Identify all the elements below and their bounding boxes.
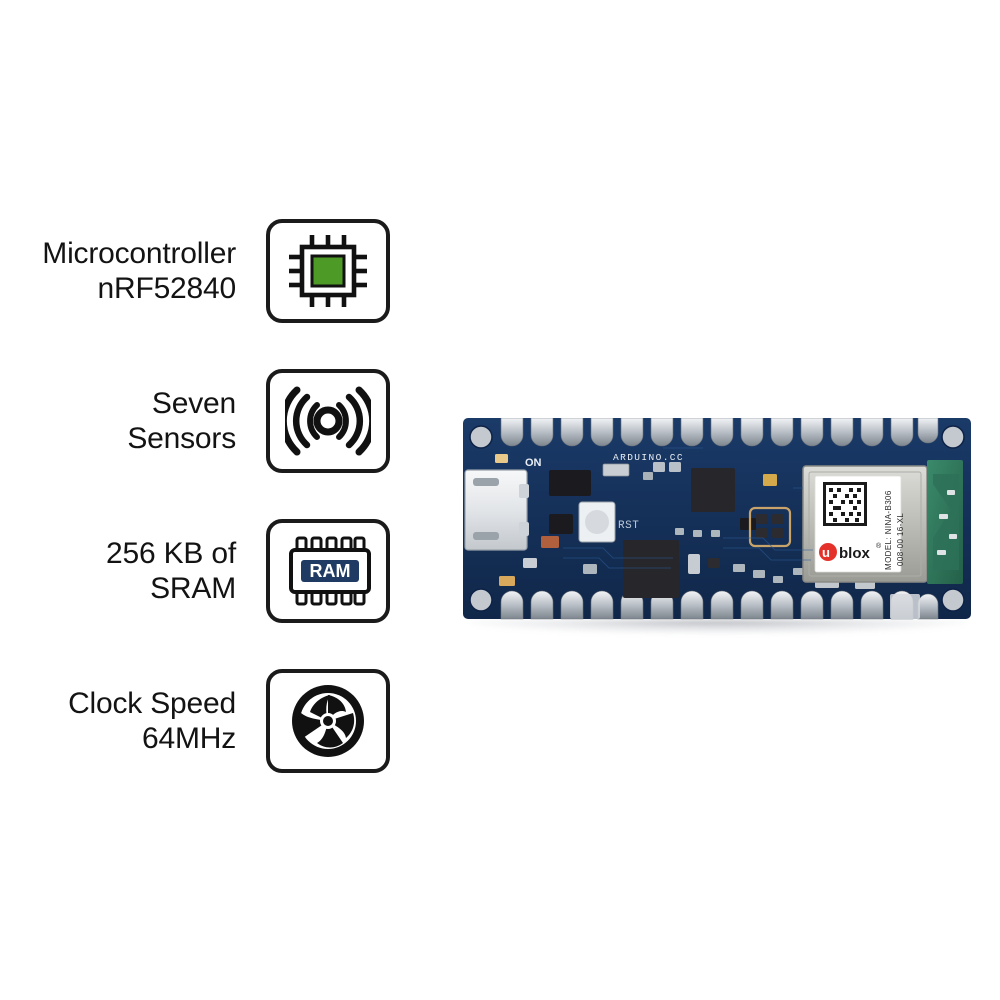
feature-item-sram: 256 KB of SRAM: [0, 496, 400, 646]
ublox-logo-mark: u: [822, 545, 830, 560]
wireless-signal-icon: [285, 385, 371, 457]
ram-chip-icon: RAM: [285, 536, 371, 606]
mounting-holes: [469, 425, 965, 612]
feature-label-clock-speed: Clock Speed 64MHz: [68, 686, 266, 757]
feature-item-clock-speed: Clock Speed 64MHz: [0, 646, 400, 796]
feature-label-line1: Seven: [151, 386, 236, 420]
silkscreen-power-label: ON: [525, 457, 542, 469]
datamatrix-code: [823, 482, 867, 526]
board-shadow: [471, 620, 965, 634]
feature-item-sensors: Seven Sensors: [0, 346, 400, 496]
feature-label-line2: 64MHz: [141, 722, 236, 755]
icon-box-clock-speed: [266, 669, 390, 773]
reset-button[interactable]: [578, 501, 616, 543]
pcb-traces: [563, 447, 813, 569]
ublox-registered-mark: ®: [876, 542, 882, 550]
icon-box-sensors: [266, 369, 390, 473]
microchip-icon: [287, 233, 369, 309]
module-code-text: 008-00 16-XL: [896, 513, 905, 566]
feature-label-line1: Microcontroller: [42, 236, 236, 270]
module-model-text: MODEL: NINA-B306: [884, 490, 893, 570]
feature-label-line2: nRF52840: [97, 272, 237, 305]
ublox-nina-module: u blox ® MODEL: NINA-B306 008-00 16-XL: [802, 465, 928, 583]
feature-label-sensors: Seven Sensors: [127, 386, 266, 457]
feature-label-line1: 256 KB of: [106, 536, 236, 570]
ublox-logo-text: blox: [839, 545, 870, 562]
icon-box-sram: RAM: [266, 519, 390, 623]
icon-box-microcontroller: [266, 219, 390, 323]
micro-usb-connector[interactable]: [464, 469, 529, 551]
feature-label-sram: 256 KB of SRAM: [106, 536, 266, 607]
feature-label-line2: Sensors: [127, 422, 236, 455]
ram-chip-icon-label: RAM: [310, 561, 351, 581]
arduino-board-figure: ARDUINO.CC ON RST: [463, 418, 973, 634]
feature-label-line2: SRAM: [150, 572, 236, 605]
feature-item-microcontroller: Microcontroller nRF52840: [0, 196, 400, 346]
integrated-circuits: [549, 468, 756, 598]
board-pcb: ARDUINO.CC ON RST: [463, 418, 971, 623]
header-pins-bottom[interactable]: [500, 590, 939, 620]
ublox-logo: u blox ®: [819, 542, 882, 562]
surface-mount-components: [499, 462, 875, 589]
header-pins-top[interactable]: [500, 418, 939, 447]
silkscreen-brand: ARDUINO.CC: [613, 452, 684, 463]
pcb-antenna: [927, 460, 963, 584]
feature-list: Microcontroller nRF52840: [0, 196, 400, 796]
power-led: [495, 454, 508, 463]
feature-label-microcontroller: Microcontroller nRF52840: [42, 236, 266, 307]
silkscreen-reset-label: RST: [618, 520, 639, 532]
turbine-wheel-icon: [288, 682, 368, 760]
feature-label-line1: Clock Speed: [68, 686, 236, 720]
